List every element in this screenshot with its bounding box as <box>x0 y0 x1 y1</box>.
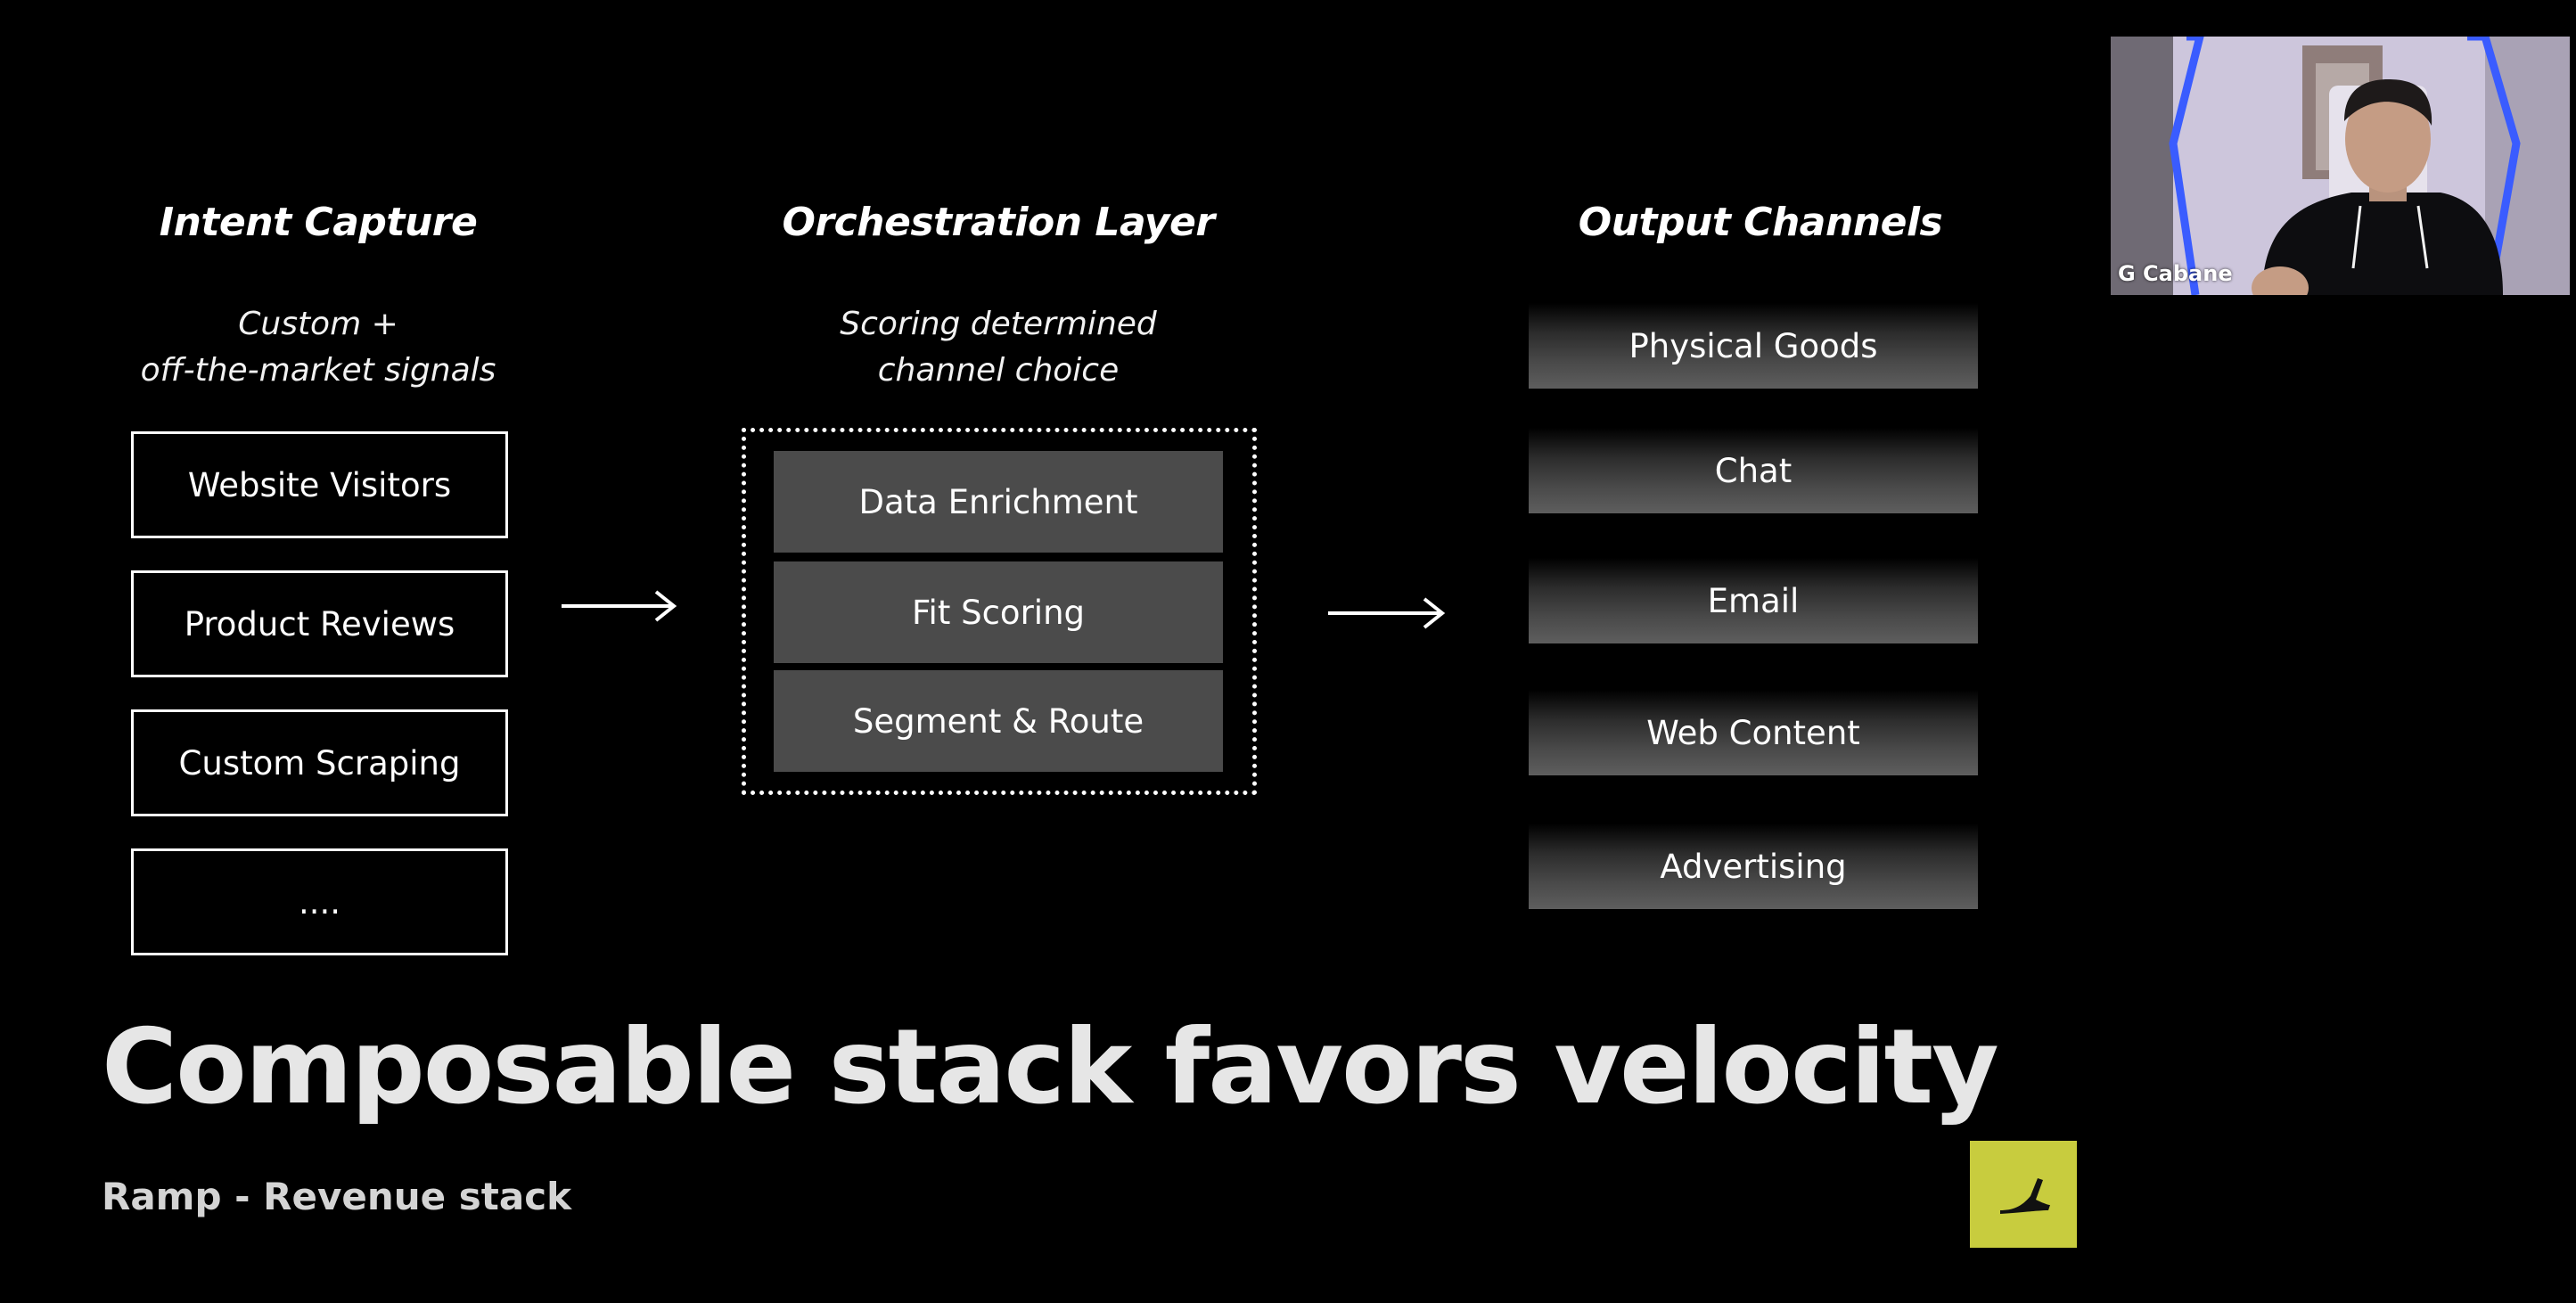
orchestration-frame <box>742 428 1257 795</box>
slide-headline: Composable stack favors velocity <box>102 1007 1999 1127</box>
participant-video-frame <box>2111 37 2570 295</box>
slide-subheadline: Ramp - Revenue stack <box>102 1175 572 1218</box>
right-arrow-icon <box>562 590 677 622</box>
orch-box-data-enrichment: Data Enrichment <box>774 451 1223 553</box>
ramp-logo-mark <box>2000 1178 2050 1214</box>
intent-box-custom-scraping: Custom Scraping <box>131 709 508 816</box>
output-box-advertising: Advertising <box>1529 824 1978 909</box>
intent-capture-title: Intent Capture <box>159 200 478 245</box>
orchestration-layer-subtitle: Scoring determined channel choice <box>775 301 1221 394</box>
intent-box-website-visitors: Website Visitors <box>131 431 508 538</box>
orchestration-subtitle-line-1: Scoring determined <box>840 306 1157 342</box>
ramp-logo-icon <box>1970 1141 2077 1248</box>
orch-box-segment-route: Segment & Route <box>774 670 1223 772</box>
intent-box-more: .... <box>131 848 508 955</box>
output-box-chat: Chat <box>1529 428 1978 513</box>
output-box-email: Email <box>1529 558 1978 643</box>
output-box-web-content: Web Content <box>1529 690 1978 775</box>
intent-subtitle-line-1: Custom + <box>238 306 398 342</box>
orch-box-fit-scoring: Fit Scoring <box>774 561 1223 663</box>
intent-box-product-reviews: Product Reviews <box>131 570 508 677</box>
orchestration-subtitle-line-2: channel choice <box>877 352 1120 389</box>
output-box-physical-goods: Physical Goods <box>1529 303 1978 389</box>
right-arrow-icon <box>1328 597 1446 629</box>
participant-name-label: G Cabane <box>2118 261 2233 286</box>
intent-capture-subtitle: Custom + off-the-market signals <box>95 301 541 394</box>
orchestration-layer-title: Orchestration Layer <box>782 200 1215 245</box>
intent-subtitle-line-2: off-the-market signals <box>140 352 496 389</box>
participant-video-tile[interactable]: G Cabane <box>2111 37 2570 295</box>
output-channels-title: Output Channels <box>1578 200 1943 245</box>
